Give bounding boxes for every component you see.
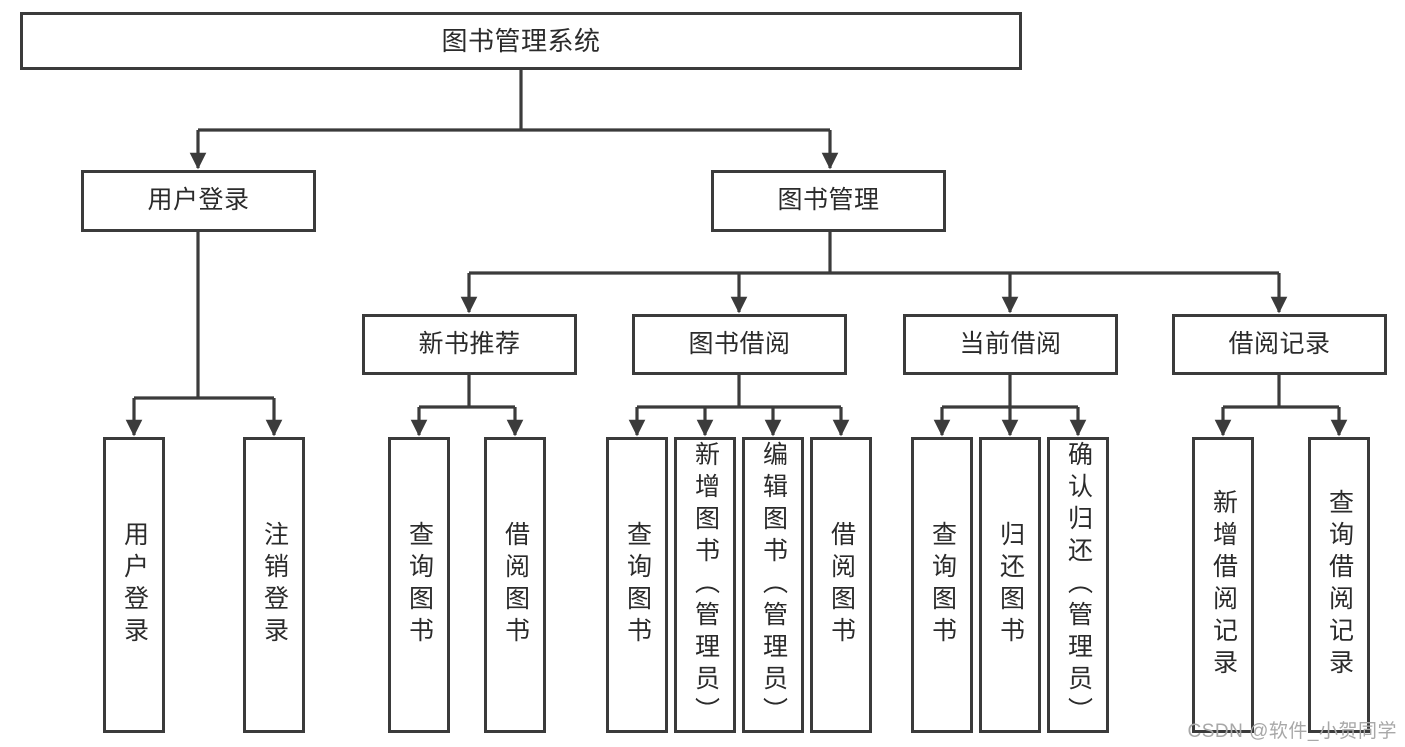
node-borrow-record[interactable]: 借阅记录 (1172, 314, 1387, 375)
leaf-user-login-signout-label: 注销登录 (260, 521, 289, 649)
node-borrow-record-label: 借阅记录 (1228, 329, 1331, 358)
leaf-user-login-signin[interactable]: 用户登录 (103, 437, 165, 733)
node-root[interactable]: 图书管理系统 (20, 12, 1022, 70)
leaf-current-borrow-confirm-label: 确认归还（管理员） (1064, 441, 1093, 729)
node-new-book-recommend[interactable]: 新书推荐 (362, 314, 577, 375)
leaf-borrow-record-query-label: 查询借阅记录 (1325, 489, 1354, 681)
leaf-book-borrow-add[interactable]: 新增图书（管理员） (674, 437, 736, 733)
leaf-borrow-record-add[interactable]: 新增借阅记录 (1192, 437, 1254, 733)
node-current-borrow[interactable]: 当前借阅 (903, 314, 1118, 375)
leaf-user-login-signin-label: 用户登录 (120, 521, 149, 649)
leaf-current-borrow-return-label: 归还图书 (996, 521, 1025, 649)
leaf-book-borrow-query[interactable]: 查询图书 (606, 437, 668, 733)
leaf-new-book-query[interactable]: 查询图书 (388, 437, 450, 733)
leaf-current-borrow-confirm[interactable]: 确认归还（管理员） (1047, 437, 1109, 733)
leaf-new-book-borrow-label: 借阅图书 (501, 521, 530, 649)
leaf-book-borrow-edit-label: 编辑图书（管理员） (759, 441, 788, 729)
leaf-borrow-record-add-label: 新增借阅记录 (1209, 489, 1238, 681)
leaf-book-borrow-add-label: 新增图书（管理员） (691, 441, 720, 729)
leaf-book-borrow-borrow[interactable]: 借阅图书 (810, 437, 872, 733)
node-book-management[interactable]: 图书管理 (711, 170, 946, 232)
node-current-borrow-label: 当前借阅 (959, 329, 1062, 358)
leaf-user-login-signout[interactable]: 注销登录 (243, 437, 305, 733)
node-user-login-label: 用户登录 (147, 186, 250, 215)
leaf-book-borrow-query-label: 查询图书 (623, 521, 652, 649)
node-root-label: 图书管理系统 (441, 25, 601, 56)
leaf-book-borrow-edit[interactable]: 编辑图书（管理员） (742, 437, 804, 733)
leaf-new-book-borrow[interactable]: 借阅图书 (484, 437, 546, 733)
csdn-watermark: CSDN @软件_小贺同学 (1187, 721, 1397, 742)
leaf-new-book-query-label: 查询图书 (405, 521, 434, 649)
leaf-book-borrow-borrow-label: 借阅图书 (827, 521, 856, 649)
leaf-current-borrow-query[interactable]: 查询图书 (911, 437, 973, 733)
node-book-borrow-label: 图书借阅 (688, 329, 791, 358)
leaf-borrow-record-query[interactable]: 查询借阅记录 (1308, 437, 1370, 733)
leaf-current-borrow-query-label: 查询图书 (928, 521, 957, 649)
node-book-borrow[interactable]: 图书借阅 (632, 314, 847, 375)
node-book-management-label: 图书管理 (777, 186, 880, 215)
leaf-current-borrow-return[interactable]: 归还图书 (979, 437, 1041, 733)
node-user-login[interactable]: 用户登录 (81, 170, 316, 232)
node-new-book-recommend-label: 新书推荐 (418, 329, 521, 358)
